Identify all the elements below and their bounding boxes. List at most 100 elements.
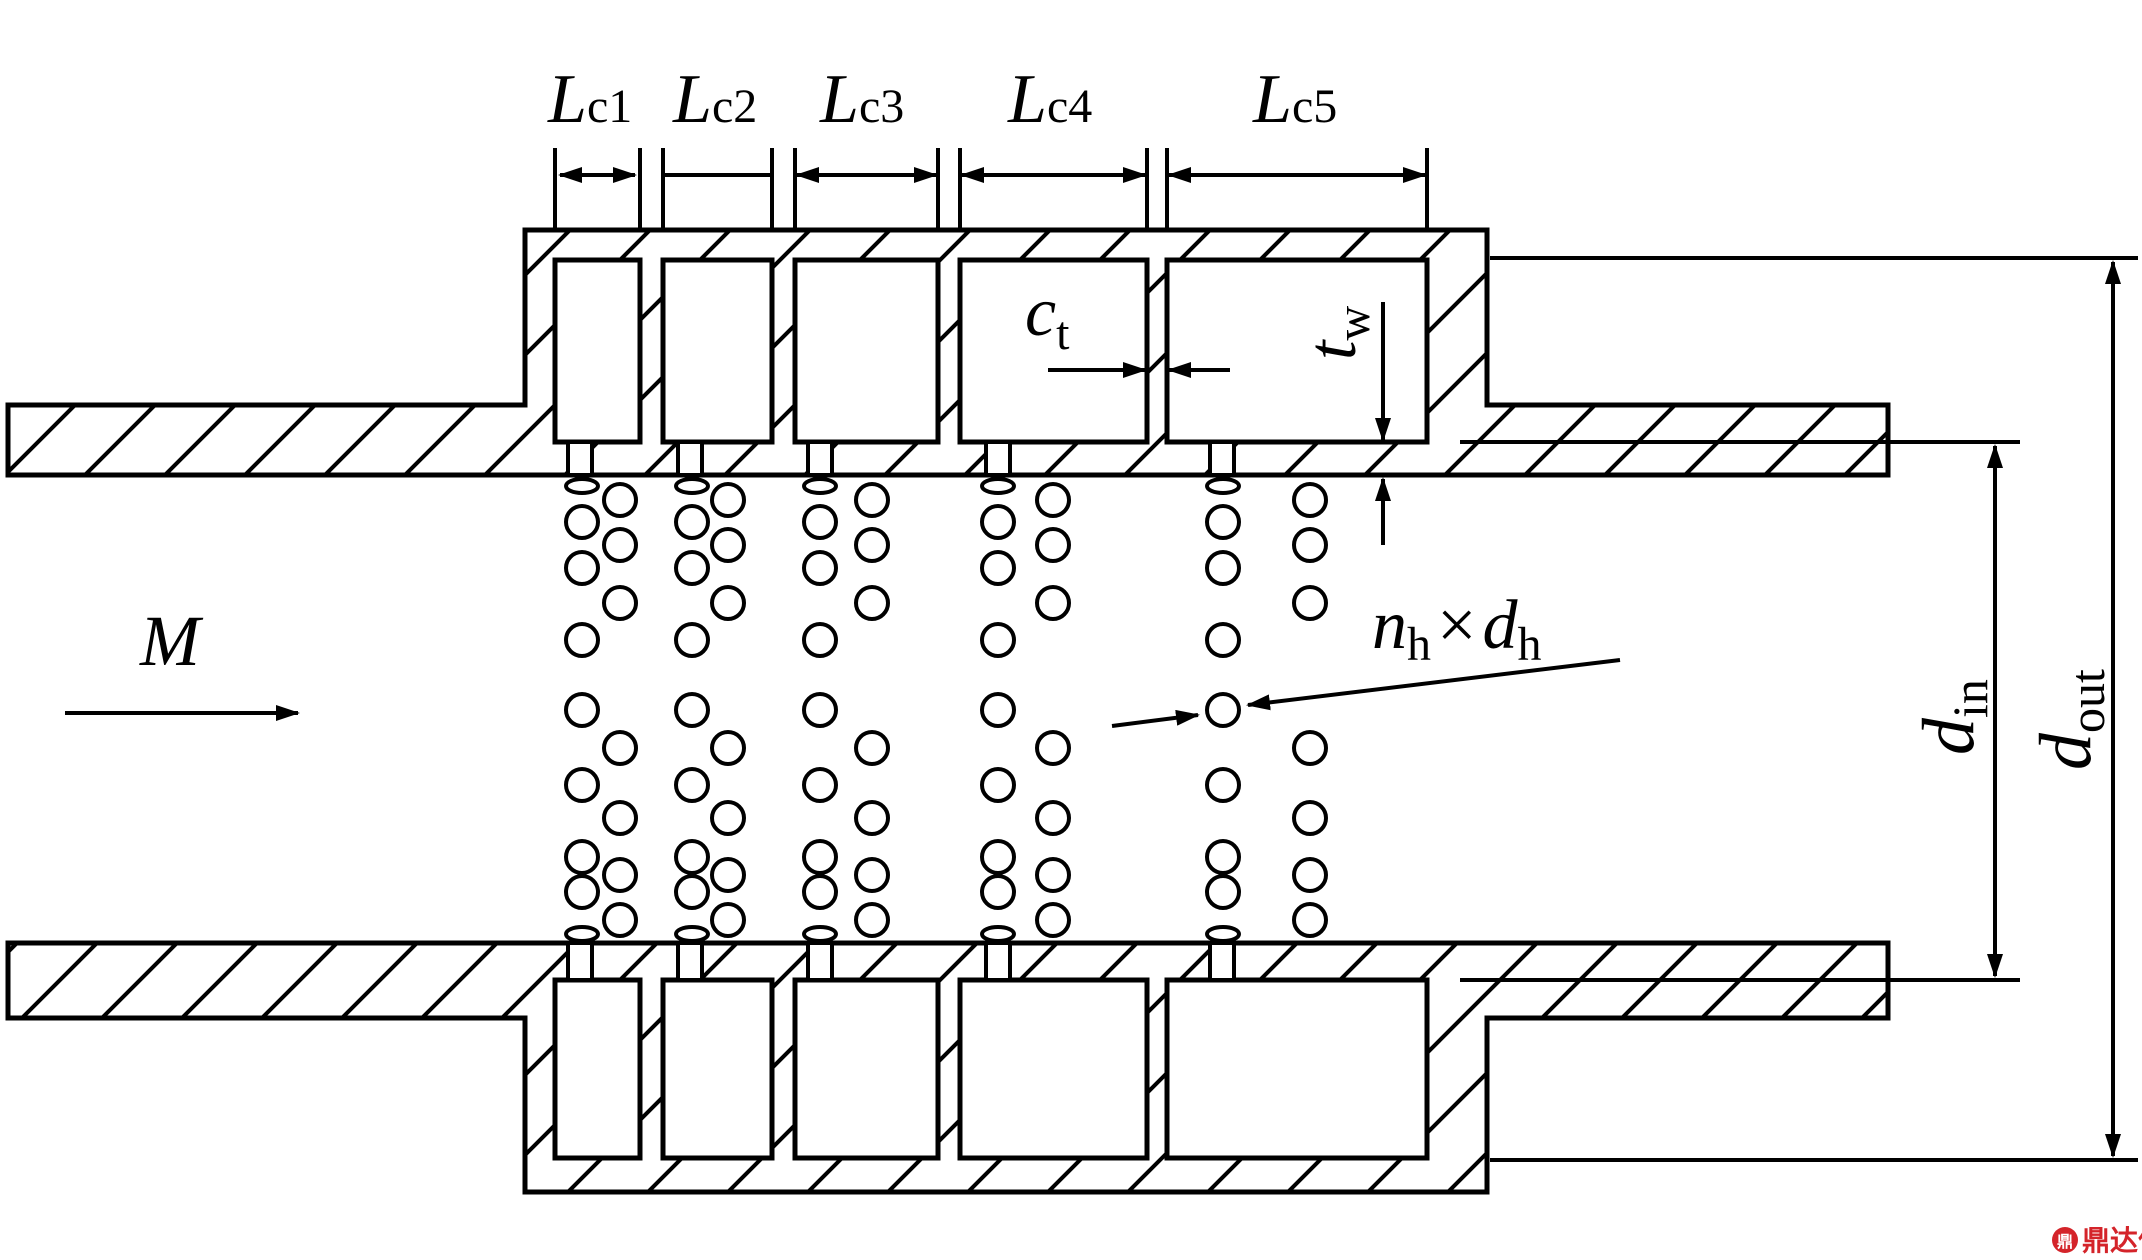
neck-tube [1208, 941, 1236, 982]
perforation-hole [980, 767, 1016, 803]
perforation-hole [602, 585, 638, 621]
dimension-lines [65, 148, 2138, 1162]
perforation-hole [802, 767, 838, 803]
perforation-hole [802, 477, 838, 495]
perforation-hole [1035, 902, 1071, 938]
neck-tube [566, 941, 594, 982]
watermark-text: 鼎达信 [2082, 1224, 2142, 1257]
perforation-hole [674, 692, 710, 728]
neck-tube [1208, 440, 1236, 477]
perforation-hole [854, 857, 890, 893]
perforation-hole [1205, 692, 1241, 728]
perforation-hole [1292, 730, 1328, 766]
perforation-hole [674, 550, 710, 586]
label-ct: ct [1025, 274, 1070, 360]
hole-leader-right [1246, 658, 1621, 711]
perforation-hole [1205, 925, 1241, 943]
perforation-hole [564, 925, 600, 943]
perforation-hole [602, 902, 638, 938]
perforation-hole [710, 585, 746, 621]
label-lc3: Lc3 [819, 61, 904, 138]
hole-leader-left [1111, 709, 1200, 728]
perforation-hole [802, 839, 838, 875]
perforation-hole [1035, 482, 1071, 518]
perforation-hole [710, 527, 746, 563]
perforation-hole [802, 622, 838, 658]
perforation-hole [564, 692, 600, 728]
label-lc2: Lc2 [672, 61, 757, 138]
perforation-hole [1035, 857, 1071, 893]
neck-tube [984, 440, 1012, 477]
perforation-hole [802, 692, 838, 728]
upper-wall [5, 227, 1891, 478]
label-m: M [139, 601, 204, 681]
perforation-hole [602, 800, 638, 836]
pipe-walls [5, 227, 1891, 1195]
watermark-badge-icon [2052, 1227, 2078, 1253]
perforation-hole [602, 527, 638, 563]
neck-tube [806, 941, 834, 982]
perforation-hole [564, 504, 600, 540]
perforation-hole [980, 477, 1016, 495]
perforation-hole [854, 585, 890, 621]
perforation-hole [674, 504, 710, 540]
perforation-hole [980, 839, 1016, 875]
perforation-hole [802, 504, 838, 540]
perforation-hole [1205, 839, 1241, 875]
perforation-hole [1292, 482, 1328, 518]
perforation-hole [1292, 800, 1328, 836]
perforation-hole [564, 767, 600, 803]
perforation-hole [1292, 857, 1328, 893]
perforation-hole [710, 857, 746, 893]
neck-tube [984, 941, 1012, 982]
watermark: 鼎 鼎达信 [2052, 1224, 2142, 1257]
perforation-hole [980, 504, 1016, 540]
perforation-hole [1205, 767, 1241, 803]
perforation-hole [1292, 585, 1328, 621]
perforation-hole [1205, 477, 1241, 495]
perforation-hole [854, 800, 890, 836]
perforation-hole [1205, 874, 1241, 910]
perforation-hole [674, 839, 710, 875]
perforation-hole [602, 482, 638, 518]
perforation-hole [802, 925, 838, 943]
perforation-holes [564, 477, 1328, 943]
perforation-hole [802, 874, 838, 910]
perforation-hole [980, 622, 1016, 658]
perforation-hole [674, 767, 710, 803]
perforation-hole [710, 902, 746, 938]
perforation-hole [710, 730, 746, 766]
perforation-hole [1035, 800, 1071, 836]
label-dout: dout [2025, 669, 2115, 770]
watermark-badge-glyph: 鼎 [2057, 1232, 2073, 1251]
perforation-hole [854, 730, 890, 766]
perforation-hole [564, 550, 600, 586]
labels: Lc1 Lc2 Lc3 Lc4 Lc5 ct tw M nh×dh din do… [139, 61, 2115, 770]
perforation-hole [854, 482, 890, 518]
perforation-hole [602, 730, 638, 766]
perforation-hole [1205, 622, 1241, 658]
neck-tube [566, 440, 594, 477]
neck-tubes [566, 440, 1236, 982]
label-nh-dh: nh×dh [1372, 587, 1541, 671]
perforation-hole [1035, 585, 1071, 621]
perforation-hole [564, 477, 600, 495]
perforation-hole [710, 482, 746, 518]
perforation-hole [1292, 902, 1328, 938]
perforation-hole [802, 550, 838, 586]
perforation-hole [674, 477, 710, 495]
neck-tube [676, 941, 704, 982]
perforation-hole [564, 874, 600, 910]
perforation-hole [710, 800, 746, 836]
perforation-hole [674, 874, 710, 910]
perforation-hole [980, 550, 1016, 586]
neck-tube [806, 440, 834, 477]
perforation-hole [1205, 504, 1241, 540]
perforation-hole [1292, 527, 1328, 563]
perforation-hole [1205, 550, 1241, 586]
label-din: din [1908, 679, 1998, 755]
perforation-hole [674, 622, 710, 658]
perforation-hole [1035, 730, 1071, 766]
neck-tube [676, 440, 704, 477]
